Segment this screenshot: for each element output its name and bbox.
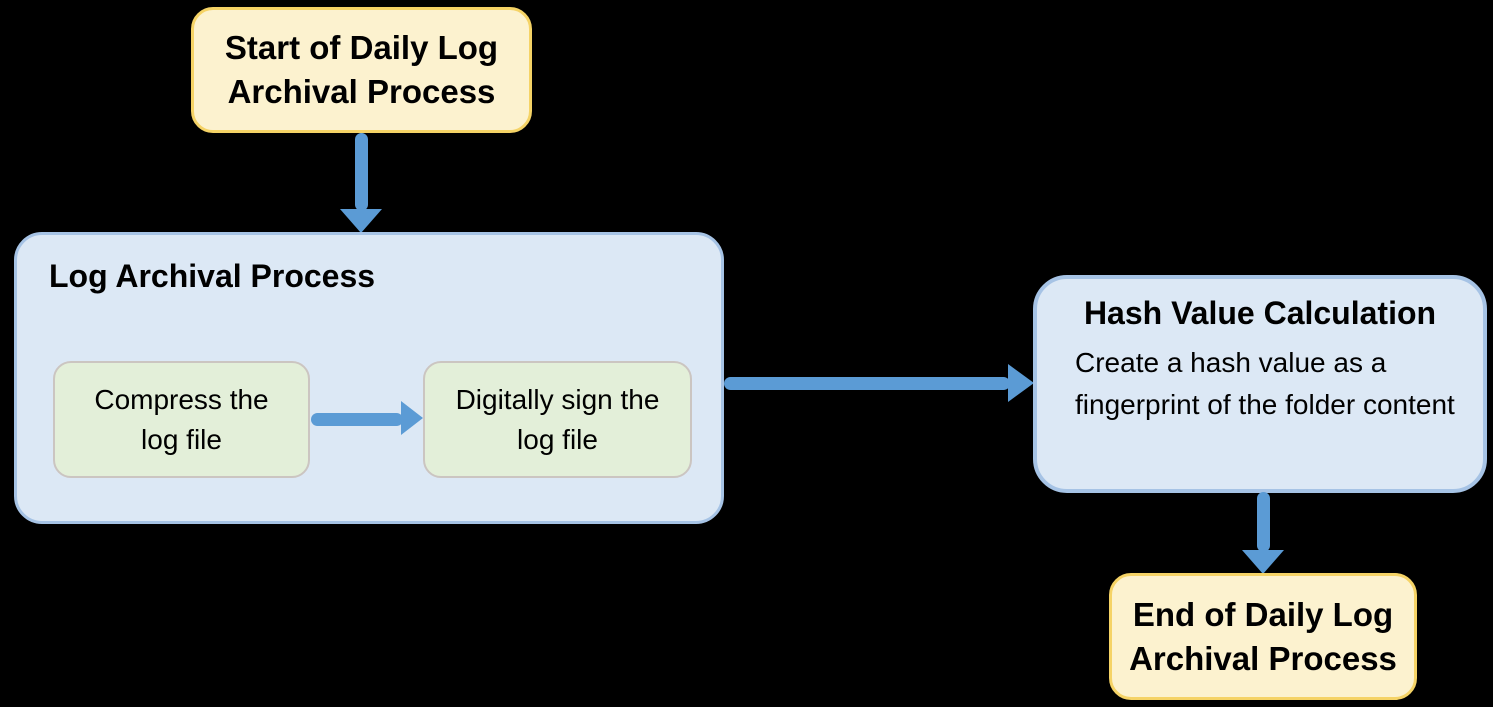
process-container-node: Log Archival Process Compress the log fi… (14, 232, 724, 524)
arrow-head-down-icon (340, 209, 382, 233)
arrow-head-right-icon (401, 401, 423, 435)
start-node: Start of Daily Log Archival Process (191, 7, 532, 133)
hash-node-body: Create a hash value as a fingerprint of … (1075, 347, 1455, 420)
arrow-start-to-process (340, 133, 382, 233)
arrow-head-down-icon (1242, 550, 1284, 574)
arrow-hash-to-end (1242, 492, 1284, 574)
start-node-label: Start of Daily Log Archival Process (224, 29, 499, 110)
arrow-shaft (1257, 492, 1270, 552)
step-sign-node: Digitally sign the log file (423, 361, 692, 478)
arrow-shaft (311, 413, 403, 426)
arrow-compress-to-sign (311, 401, 423, 441)
step-sign-label: Digitally sign the log file (455, 384, 660, 455)
arrow-shaft (355, 133, 368, 211)
end-node-label: End of Daily Log Archival Process (1129, 595, 1397, 677)
arrow-shaft (724, 377, 1010, 390)
step-compress-node: Compress the log file (53, 361, 310, 478)
process-title: Log Archival Process (49, 258, 376, 294)
hash-node: Hash Value Calculation Create a hash val… (1033, 275, 1487, 493)
hash-node-title: Hash Value Calculation (1083, 295, 1437, 331)
arrow-process-to-hash (724, 364, 1034, 402)
arrow-head-right-icon (1008, 364, 1034, 402)
end-node: End of Daily Log Archival Process (1109, 573, 1417, 700)
step-compress-label: Compress the log file (94, 384, 269, 455)
